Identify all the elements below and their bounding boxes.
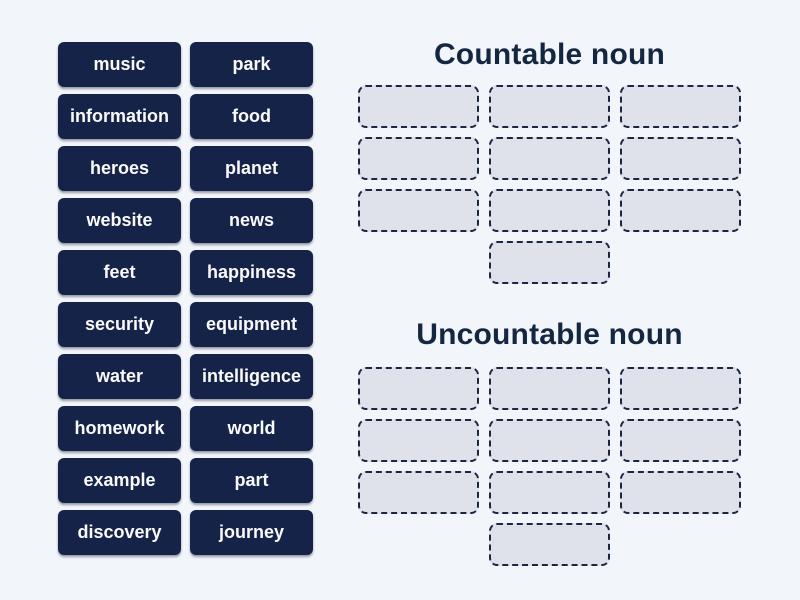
word-tile[interactable]: part [190, 458, 313, 503]
word-tile[interactable]: feet [58, 250, 181, 295]
word-tile[interactable]: news [190, 198, 313, 243]
word-tile[interactable]: website [58, 198, 181, 243]
drop-zone-countable[interactable] [620, 137, 741, 180]
word-tile[interactable]: planet [190, 146, 313, 191]
word-tile[interactable]: journey [190, 510, 313, 555]
drop-zone-countable[interactable] [358, 189, 479, 232]
drop-zone-uncountable[interactable] [620, 471, 741, 514]
drop-zone-countable[interactable] [489, 241, 610, 284]
drop-zone-countable[interactable] [489, 85, 610, 128]
word-tile[interactable]: food [190, 94, 313, 139]
drop-zone-uncountable[interactable] [489, 523, 610, 566]
drop-zone-countable[interactable] [620, 85, 741, 128]
category-title-uncountable: Uncountable noun [416, 318, 683, 351]
word-tile[interactable]: security [58, 302, 181, 347]
drop-zone-countable[interactable] [358, 85, 479, 128]
word-tile[interactable]: example [58, 458, 181, 503]
drop-zone-countable[interactable] [489, 189, 610, 232]
drop-zone-uncountable[interactable] [620, 367, 741, 410]
category-title-countable: Countable noun [433, 38, 666, 71]
word-tile[interactable]: discovery [58, 510, 181, 555]
word-tile[interactable]: information [58, 94, 181, 139]
word-bank: music park information food heroes plane… [58, 42, 313, 555]
word-tile[interactable]: happiness [190, 250, 313, 295]
word-tile[interactable]: heroes [58, 146, 181, 191]
drop-zone-uncountable[interactable] [620, 419, 741, 462]
drop-zone-uncountable[interactable] [358, 367, 479, 410]
drop-zone-countable[interactable] [489, 137, 610, 180]
drop-zone-uncountable[interactable] [358, 471, 479, 514]
drop-zone-uncountable[interactable] [489, 471, 610, 514]
drop-zone-uncountable[interactable] [358, 419, 479, 462]
uncountable-drop-area [358, 367, 741, 566]
drop-zone-countable[interactable] [620, 189, 741, 232]
drop-zone-countable[interactable] [358, 137, 479, 180]
word-tile[interactable]: music [58, 42, 181, 87]
word-tile[interactable]: water [58, 354, 181, 399]
word-tile[interactable]: world [190, 406, 313, 451]
word-tile[interactable]: intelligence [190, 354, 313, 399]
countable-drop-area [358, 85, 741, 284]
word-tile[interactable]: equipment [190, 302, 313, 347]
word-tile[interactable]: park [190, 42, 313, 87]
word-tile[interactable]: homework [58, 406, 181, 451]
drop-zone-uncountable[interactable] [489, 419, 610, 462]
drop-zone-uncountable[interactable] [489, 367, 610, 410]
